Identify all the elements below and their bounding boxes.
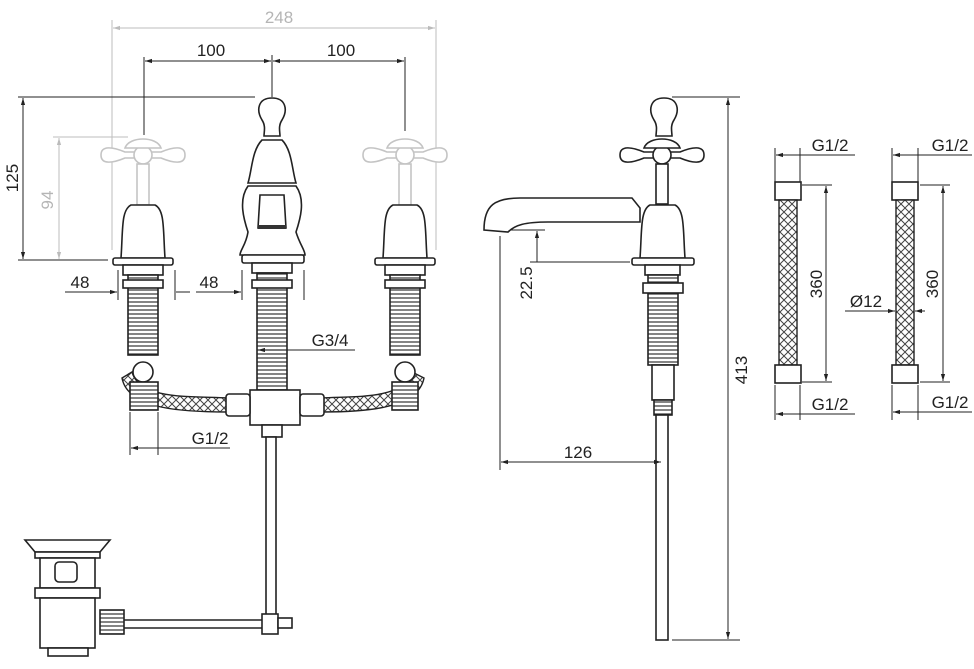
hose-left: G1/2 360 G1/2 xyxy=(774,136,855,420)
dim-hose-diameter: Ø12 xyxy=(850,292,882,311)
hose-right: G1/2 360 Ø12 G1/2 xyxy=(845,136,972,420)
dim-centre-spacing-left: 100 xyxy=(197,41,225,60)
side-view: 22.5 126 413 xyxy=(483,96,751,641)
centre-spout xyxy=(239,97,306,623)
dim-hose-right-length: 360 xyxy=(923,270,942,298)
dim-centre-spacing-right: 100 xyxy=(327,41,355,60)
right-tap xyxy=(362,138,448,356)
dim-hose-right-top-thread: G1/2 xyxy=(932,136,969,155)
dim-overall-width: 248 xyxy=(265,8,293,27)
dim-hose-left-length: 360 xyxy=(807,270,826,298)
front-view: 248 100 100 125 94 xyxy=(3,8,448,657)
dim-tap-height: 94 xyxy=(38,191,57,210)
dim-spout-clearance: 22.5 xyxy=(517,266,536,299)
dim-hose-left-top-thread: G1/2 xyxy=(812,136,849,155)
dim-hose-right-bottom-thread: G1/2 xyxy=(932,393,969,412)
dim-outlet-thread: G1/2 xyxy=(192,429,229,448)
dim-tap-base-diameter: 48 xyxy=(71,273,90,292)
dim-overall-height: 413 xyxy=(732,356,751,384)
dim-spout-thread: G3/4 xyxy=(312,331,349,350)
dim-hose-left-bottom-thread: G1/2 xyxy=(812,395,849,414)
pop-up-waste xyxy=(23,539,293,657)
dim-spout-projection: 126 xyxy=(564,443,592,462)
left-tap xyxy=(100,138,186,356)
dim-spout-base-diameter: 48 xyxy=(200,273,219,292)
dim-spout-height: 125 xyxy=(3,164,22,192)
